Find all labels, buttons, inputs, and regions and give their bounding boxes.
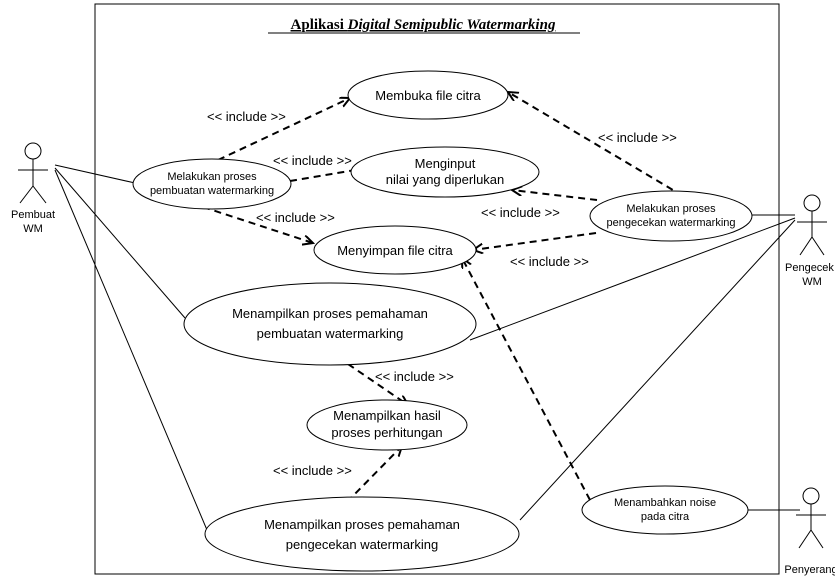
include-paham-cek-hasil	[346, 446, 402, 503]
include-dependencies	[202, 92, 684, 503]
include-cek-input	[512, 190, 598, 201]
include-label-cek-input: << include >>	[481, 205, 560, 220]
use-case-paham-buat-label-1: Menampilkan proses pemahaman	[232, 306, 428, 321]
use-case-input: Menginput nilai yang diperlukan	[350, 146, 540, 198]
use-case-cek-wm-label-2: pengecekan watermarking	[606, 217, 735, 229]
actor-pengecek-label-2: WM	[802, 276, 822, 288]
system-title-prefix: Aplikasi	[291, 17, 348, 33]
use-case-cek-wm: Melakukan proses pengecekan watermarking	[589, 190, 753, 242]
include-label-buat-simpan: << include >>	[256, 210, 335, 225]
use-case-hasil: Menampilkan hasil proses perhitungan	[306, 399, 468, 451]
associations	[54, 164, 800, 531]
use-case-noise-label-1: Menambahkan noise	[614, 497, 716, 509]
use-case-buat-wm-label-2: pembuatan watermarking	[150, 185, 274, 197]
include-label-buat-input: << include >>	[273, 153, 352, 168]
stick-figure-icon	[18, 142, 48, 204]
include-buat-input	[289, 167, 373, 182]
use-case-hasil-label-1: Menampilkan hasil	[333, 408, 441, 423]
actor-pengecek-label-1: Pengecek	[785, 262, 834, 274]
include-cek-simpan	[473, 232, 597, 250]
stick-figure-icon	[796, 487, 826, 549]
include-cek-membuka	[508, 92, 684, 197]
stick-figure-icon	[797, 194, 827, 256]
use-case-cek-wm-label-1: Melakukan proses	[626, 203, 716, 215]
include-buat-simpan	[202, 206, 313, 243]
system-title-italic: Digital Semipublic Watermarking	[347, 17, 556, 33]
use-case-membuka-label: Membuka file citra	[375, 88, 481, 103]
include-noise-simpan	[462, 258, 591, 501]
use-case-noise-label-2: pada citra	[641, 511, 690, 523]
assoc-pembuat-paham-cek	[54, 169, 208, 531]
use-case-paham-cek-label-2: pengecekan watermarking	[286, 537, 438, 552]
use-case-paham-buat: Menampilkan proses pemahaman pembuatan w…	[183, 282, 477, 366]
use-case-noise: Menambahkan noise pada citra	[581, 485, 749, 535]
use-case-input-label-2: nilai yang diperlukan	[386, 172, 505, 187]
actor-penyerang: Penyerang	[784, 487, 835, 576]
actor-penyerang-label: Penyerang	[784, 564, 835, 576]
include-label-paham-buat-hasil: << include >>	[375, 369, 454, 384]
use-case-paham-buat-label-2: pembuatan watermarking	[257, 326, 404, 341]
include-label-cek-simpan: << include >>	[510, 254, 589, 269]
actor-pengecek: Pengecek WM	[785, 194, 834, 288]
assoc-pengecek-paham-buat	[469, 217, 796, 341]
include-labels: << include >> << include >> << include >…	[207, 109, 677, 478]
use-case-input-label-1: Menginput	[415, 156, 476, 171]
assoc-pembuat-paham-buat	[54, 167, 186, 319]
actor-pembuat-label-2: WM	[23, 223, 43, 235]
assoc-pengecek-paham-cek	[519, 219, 796, 521]
use-case-paham-cek-label-1: Menampilkan proses pemahaman	[264, 517, 460, 532]
actor-pembuat-label-1: Pembuat	[11, 209, 55, 221]
include-paham-buat-hasil	[347, 363, 408, 405]
include-label-cek-membuka: << include >>	[598, 130, 677, 145]
actor-pembuat: Pembuat WM	[11, 142, 55, 235]
use-case-buat-wm: Melakukan proses pembuatan watermarking	[132, 158, 292, 210]
use-case-simpan: Menyimpan file citra	[313, 225, 477, 275]
system-title: Aplikasi Digital Semipublic Watermarking	[291, 17, 556, 33]
use-case-hasil-label-2: proses perhitungan	[331, 425, 442, 440]
include-label-buat-membuka: << include >>	[207, 109, 286, 124]
include-label-paham-cek-hasil: << include >>	[273, 463, 352, 478]
use-case-buat-wm-label-1: Melakukan proses	[167, 171, 257, 183]
use-case-membuka: Membuka file citra	[347, 70, 509, 120]
use-case-paham-cek: Menampilkan proses pemahaman pengecekan …	[204, 496, 520, 572]
include-buat-membuka	[217, 98, 350, 161]
use-case-simpan-label: Menyimpan file citra	[337, 243, 453, 258]
assoc-pembuat-buat-wm	[54, 164, 136, 184]
